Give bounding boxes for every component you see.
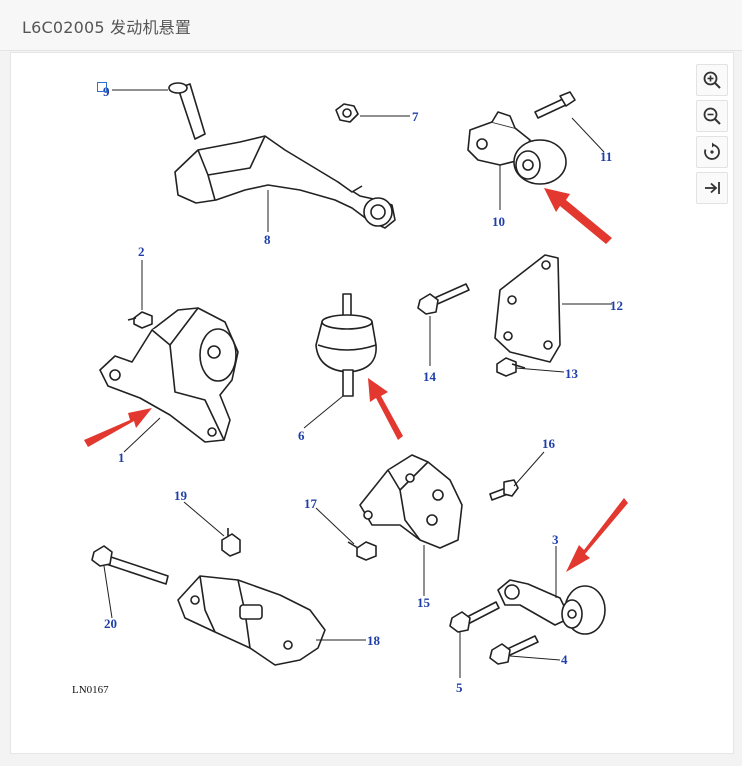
callout-15[interactable]: 15	[417, 595, 431, 610]
part-6-hydromount	[315, 293, 377, 397]
selection-marker	[97, 82, 107, 92]
header-bar: L6C02005 发动机悬置	[0, 0, 742, 51]
part-10-bracket	[467, 111, 567, 185]
diagram-toolbar	[696, 64, 730, 208]
part-4-bolt	[489, 635, 539, 665]
callout-14[interactable]: 14	[423, 369, 437, 384]
part-15-bracket	[359, 454, 463, 549]
reset-view-button[interactable]	[696, 136, 728, 168]
part-1-bracket	[99, 307, 239, 443]
part-17-bolt	[347, 541, 377, 561]
callout-13[interactable]: 13	[565, 366, 579, 381]
callout-12[interactable]: 12	[610, 298, 623, 313]
zoom-out-button[interactable]	[696, 100, 728, 132]
callout-11[interactable]: 11	[600, 149, 612, 164]
zoom-out-icon	[703, 107, 721, 125]
zoom-in-button[interactable]	[696, 64, 728, 96]
rotate-reset-icon	[704, 142, 720, 160]
part-18-bracket	[177, 575, 326, 666]
part-9-bolt	[168, 82, 206, 140]
part-16-bolt	[489, 479, 519, 501]
part-5-bolt	[449, 601, 500, 633]
part-19-bolt	[221, 528, 241, 557]
callout-20[interactable]: 20	[104, 616, 117, 631]
callout-7[interactable]: 7	[412, 109, 419, 124]
zoom-in-icon	[703, 71, 721, 89]
callout-17[interactable]: 17	[304, 496, 318, 511]
page-title: L6C02005 发动机悬置	[22, 18, 192, 37]
part-2-bolt	[127, 311, 153, 329]
callout-5[interactable]: 5	[456, 680, 463, 695]
callout-19[interactable]: 19	[174, 488, 188, 503]
callout-4[interactable]: 4	[561, 652, 568, 667]
callout-3[interactable]: 3	[552, 532, 559, 547]
part-7-nut	[335, 103, 359, 123]
callout-2[interactable]: 2	[138, 244, 145, 259]
part-3-link	[497, 579, 606, 635]
callout-1[interactable]: 1	[118, 450, 125, 465]
diagram-code: LN0167	[72, 684, 109, 696]
diagram-panel	[10, 52, 734, 754]
callout-18[interactable]: 18	[367, 633, 381, 648]
callout-6[interactable]: 6	[298, 428, 305, 443]
callout-8[interactable]: 8	[264, 232, 271, 247]
callout-10[interactable]: 10	[492, 214, 505, 229]
part-11-bolt	[534, 91, 576, 119]
collapse-panel-button[interactable]	[696, 172, 728, 204]
part-14-bolt	[417, 283, 470, 315]
part-8-mount-arm	[174, 135, 396, 229]
collapse-arrow-icon	[705, 182, 720, 194]
part-20-bolt	[91, 545, 169, 585]
part-12-plate	[494, 254, 561, 363]
callout-16[interactable]: 16	[542, 436, 556, 451]
red-arrows	[84, 188, 628, 572]
part-13-bolt	[496, 357, 526, 377]
